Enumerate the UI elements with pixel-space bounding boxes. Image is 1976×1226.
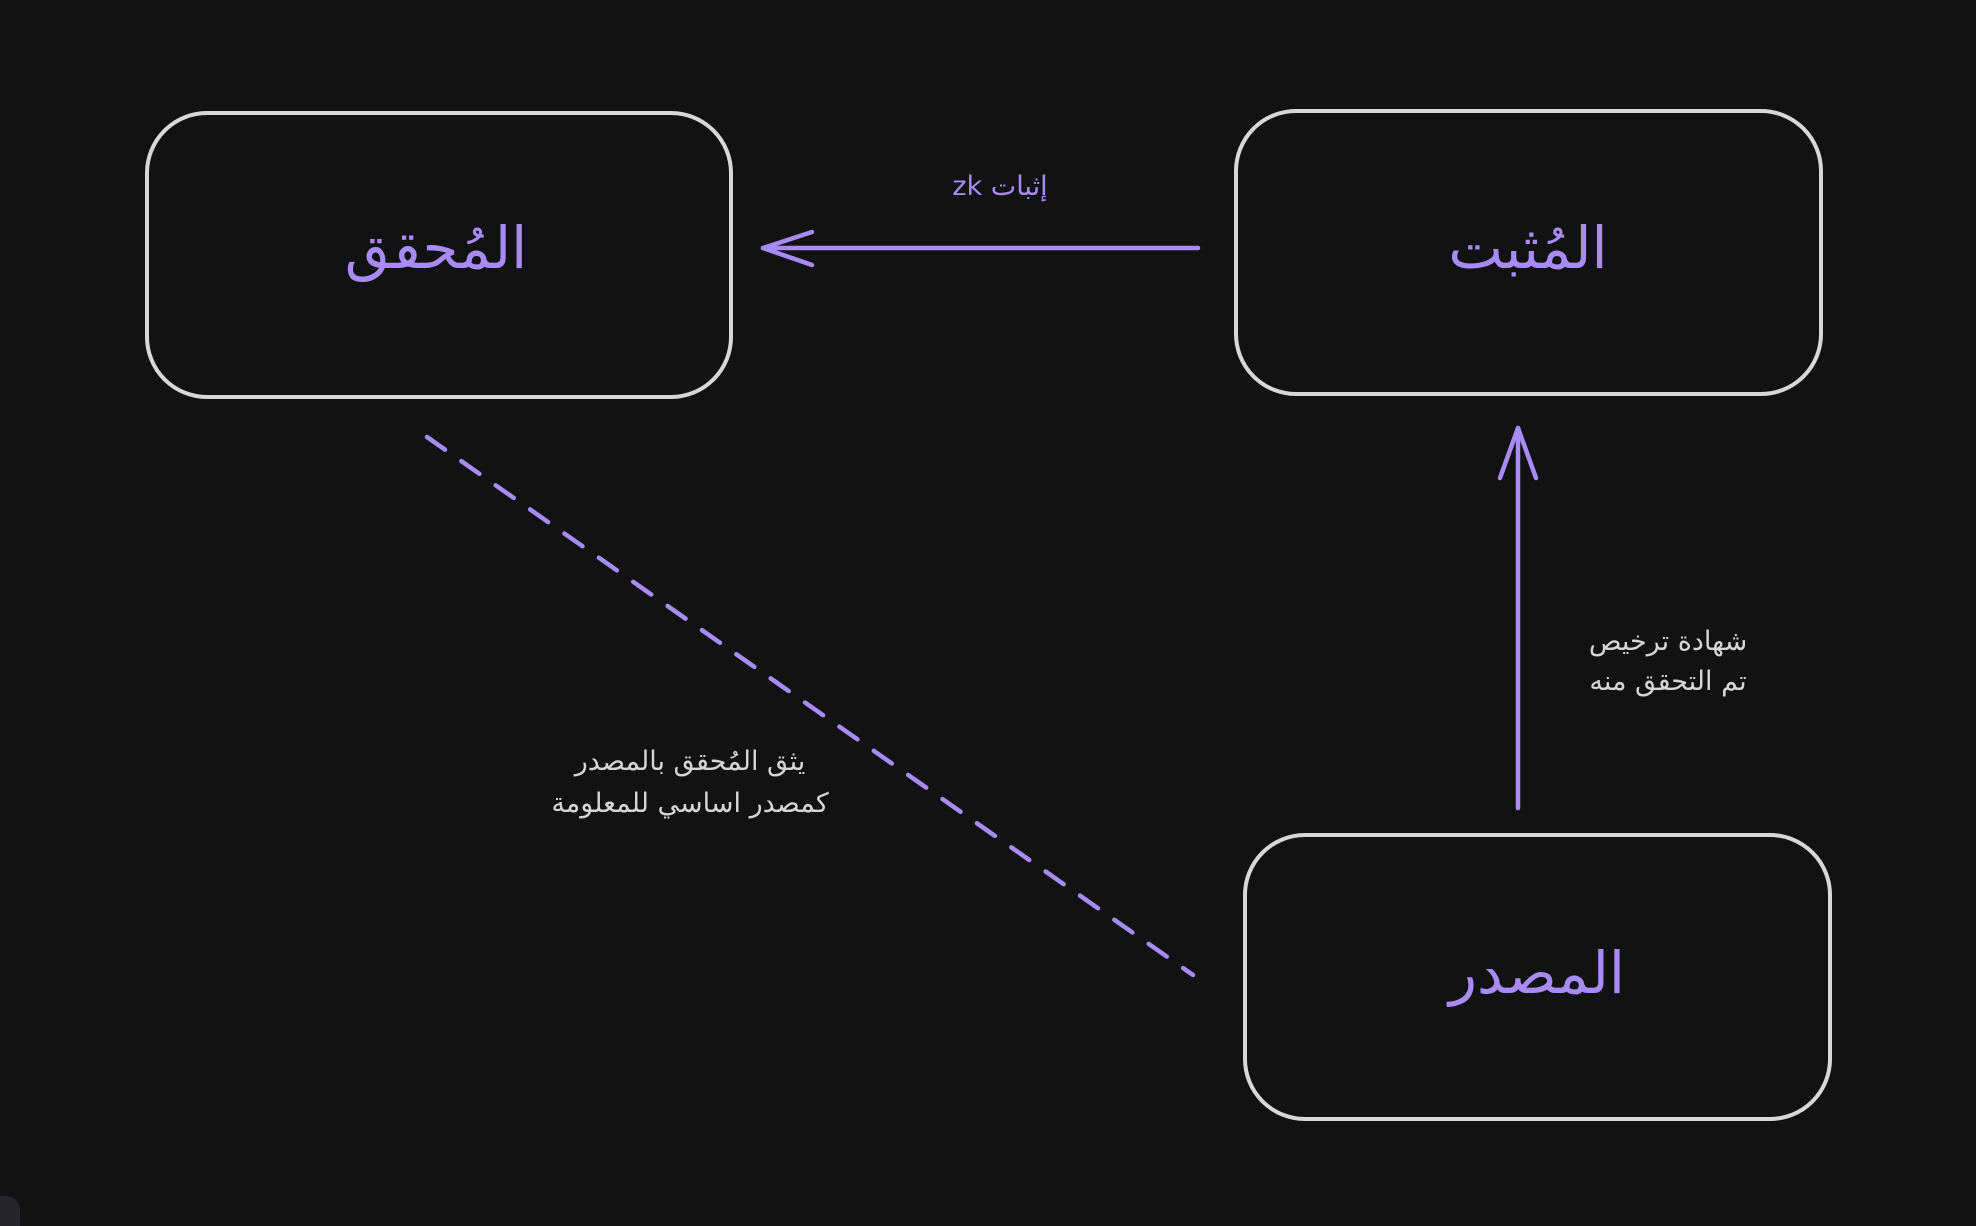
zk-proof-arrow: [760, 229, 1201, 268]
trust-label-line2: كمصدر اساسي للمعلومة: [551, 788, 829, 819]
zk-proof-label: إثبات zk: [952, 171, 1047, 202]
issuer-label: المصدر: [1446, 939, 1625, 1007]
trust-label-line1: يثق المُحقق بالمصدر: [573, 746, 806, 777]
trust-dashed-line: [424, 434, 1196, 978]
issuer-box[interactable]: [1243, 833, 1832, 1121]
verifier-box[interactable]: [145, 111, 733, 399]
certificate-label-line2: تم التحقق منه: [1589, 666, 1746, 697]
prover-label: المُثبت: [1448, 214, 1607, 282]
certificate-arrow: [1497, 425, 1539, 811]
prover-box[interactable]: [1234, 109, 1823, 396]
verifier-label: المُحقق: [345, 214, 527, 282]
certificate-label-line1: شهادة ترخيص: [1589, 626, 1747, 657]
corner-handle: [0, 1196, 20, 1226]
